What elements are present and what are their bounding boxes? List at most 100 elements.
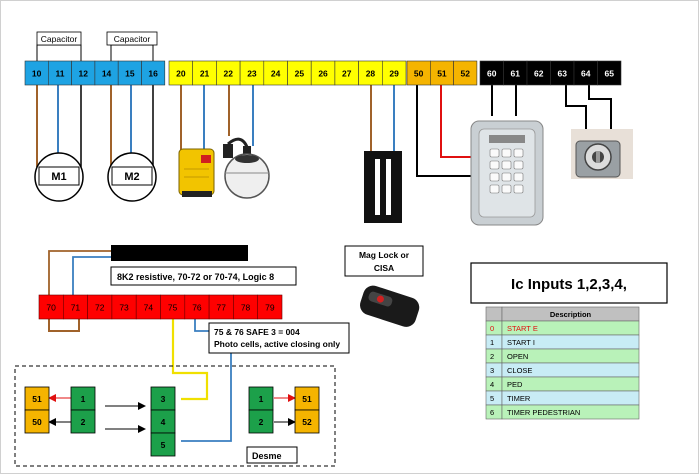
terminal-71 xyxy=(62,294,88,320)
ic-table-header-description: Description xyxy=(550,310,592,319)
capacitor-2-label: Capacitor xyxy=(114,34,151,44)
keypad-key xyxy=(489,160,500,170)
desme-arrows xyxy=(48,394,296,433)
capacitor-1-box xyxy=(36,31,82,46)
desme-right-orange-terminal-label: 52 xyxy=(302,417,312,427)
ic-table-row xyxy=(501,376,640,392)
note-safe: 75 & 76 SAFE 3 = 004 Photo cells, active… xyxy=(208,322,350,354)
ic-table-row-description: TIMER PEDESTRIAN xyxy=(507,408,580,417)
terminal-10-label: 10 xyxy=(32,69,42,79)
keypad-key xyxy=(501,160,512,170)
desme-right-green-terminal xyxy=(248,409,274,434)
mag-lock-subtitle: CISA xyxy=(374,263,394,273)
desme-right-green-terminal-label: 2 xyxy=(259,417,264,427)
terminal-70-label: 70 xyxy=(46,303,56,313)
terminal-71-label: 71 xyxy=(71,303,81,313)
terminal-61-label: 61 xyxy=(511,69,521,79)
motor-m1: M1 xyxy=(34,152,84,202)
terminal-16 xyxy=(141,60,166,86)
terminal-25-label: 25 xyxy=(295,69,305,79)
desme-left-green-terminal xyxy=(70,409,96,434)
ic-inputs-title: Ic Inputs 1,2,3,4, xyxy=(511,276,627,293)
terminal-72 xyxy=(87,294,113,320)
terminal-64-label: 64 xyxy=(581,69,591,79)
terminal-76 xyxy=(184,294,210,320)
key-switch-icon xyxy=(571,129,633,179)
terminal-12-label: 12 xyxy=(79,69,89,79)
terminal-11-label: 11 xyxy=(55,69,64,79)
note-8k2-text: 8K2 resistive, 70-72 or 70-74, Logic 8 xyxy=(117,272,274,282)
keypad-key xyxy=(489,148,500,158)
terminal-65-label: 65 xyxy=(605,69,615,79)
garden-lamp-icon xyxy=(223,137,270,199)
terminal-78 xyxy=(233,294,258,320)
terminal-21-label: 21 xyxy=(200,69,210,79)
terminal-51-label: 51 xyxy=(437,69,447,79)
terminal-50-label: 50 xyxy=(414,69,424,79)
motor-m2-label: M2 xyxy=(124,171,139,183)
note-safe-line1: 75 & 76 SAFE 3 = 004 xyxy=(214,327,300,337)
terminal-79 xyxy=(257,294,283,320)
ic-table-row-description: OPEN xyxy=(507,352,528,361)
note-safe-line2: Photo cells, active closing only xyxy=(214,339,340,349)
mag-lock-title: Mag Lock or xyxy=(359,250,410,260)
ic-table-row-description: CLOSE xyxy=(507,366,532,375)
terminal-77-label: 77 xyxy=(217,303,227,313)
desme-left-orange-terminal-label: 50 xyxy=(32,417,42,427)
capacitor-1-label: Capacitor xyxy=(41,34,78,44)
ic-table-header-cell xyxy=(485,306,503,322)
keypad-key xyxy=(489,184,500,194)
keypad-key xyxy=(513,184,524,194)
terminal-26-label: 26 xyxy=(318,69,328,79)
ic-table-row-number: 1 xyxy=(490,338,494,347)
desme-left-green-terminal-label: 2 xyxy=(81,417,86,427)
terminal-62-label: 62 xyxy=(534,69,544,79)
ic-table-row-number: 0 xyxy=(490,324,494,333)
top-wires xyxy=(36,85,612,177)
keypad-key xyxy=(489,172,500,182)
ic-table-row-number: 4 xyxy=(490,380,494,389)
ic-table-row-description: TIMER xyxy=(507,394,531,403)
capacitor-2-box xyxy=(106,31,158,46)
terminal-15-label: 15 xyxy=(125,69,135,79)
terminal-22-label: 22 xyxy=(224,69,234,79)
capacitor-brackets: Capacitor Capacitor xyxy=(36,31,158,61)
ic-table-row-number: 5 xyxy=(490,394,494,403)
terminal-28-label: 28 xyxy=(366,69,376,79)
terminal-75-label: 75 xyxy=(168,303,178,313)
terminal-20-label: 20 xyxy=(176,69,186,79)
ic-table-row-number: 2 xyxy=(490,352,494,361)
terminal-78-label: 78 xyxy=(241,303,251,313)
desme-center-green-terminal-label: 3 xyxy=(161,394,166,404)
keypad-icon xyxy=(470,120,544,226)
keypad-key xyxy=(501,184,512,194)
terminal-73-label: 73 xyxy=(119,303,129,313)
terminal-63-label: 63 xyxy=(558,69,568,79)
keypad-key xyxy=(513,160,524,170)
ic-inputs-title-box: Ic Inputs 1,2,3,4, xyxy=(470,262,668,304)
terminal-72-label: 72 xyxy=(95,303,105,313)
terminal-29-label: 29 xyxy=(389,69,399,79)
terminal-73 xyxy=(111,294,137,320)
black-bar xyxy=(111,245,248,261)
ic-table-row-description: START E xyxy=(507,324,538,333)
desme-label-box: Desme xyxy=(246,446,298,464)
mag-lock-label-box: Mag Lock or CISA xyxy=(344,245,424,277)
desme-right-orange-terminal xyxy=(294,409,320,434)
terminal-24-label: 24 xyxy=(271,69,281,79)
terminal-76-label: 76 xyxy=(192,303,202,313)
desme-right-green-terminal-label: 1 xyxy=(259,394,264,404)
remote-control-icon xyxy=(360,285,420,327)
ic-table-row-number: 6 xyxy=(490,408,494,417)
terminal-60-label: 60 xyxy=(487,69,497,79)
keypad-key xyxy=(501,172,512,182)
desme-center-green-terminal-label: 5 xyxy=(161,440,166,450)
terminal-16-label: 16 xyxy=(148,69,158,79)
desme-left-orange-terminal-label: 51 xyxy=(32,394,42,404)
terminal-52-label: 52 xyxy=(461,69,471,79)
desme-center-green-terminal xyxy=(150,432,176,457)
